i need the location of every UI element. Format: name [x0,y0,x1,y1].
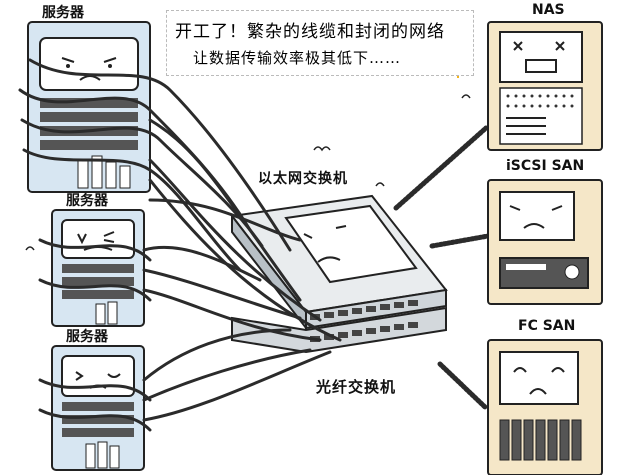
nas-label: NAS [532,2,565,18]
iscsi-san-device [487,179,603,305]
puff-doodles [25,94,471,251]
ethernet-switch-label: 以太网交换机 [258,171,348,187]
fc-san-label: FC SAN [518,318,576,334]
caption-line-2: 让数据传输效率极其低下…… [193,49,402,67]
fc-san-device [487,339,603,475]
caption-note: 开工了！繁杂的线缆和封闭的网络 让数据传输效率极其低下…… [166,10,474,76]
tangled-cables [18,58,491,432]
ethernet-switch [230,194,448,331]
caption-line-1: 开工了！繁杂的线缆和封闭的网络 [175,22,445,42]
server-1 [27,21,151,193]
server-2-label: 服务器 [66,193,108,209]
server-1-screen [39,37,139,91]
iscsi-san-label: iSCSI SAN [506,158,585,174]
nas-device [487,21,603,151]
server-3-label: 服务器 [66,329,108,345]
server-1-label: 服务器 [42,5,84,21]
server-2 [51,209,145,327]
fiber-switch-label: 光纤交换机 [316,378,397,396]
server-3 [51,345,145,471]
